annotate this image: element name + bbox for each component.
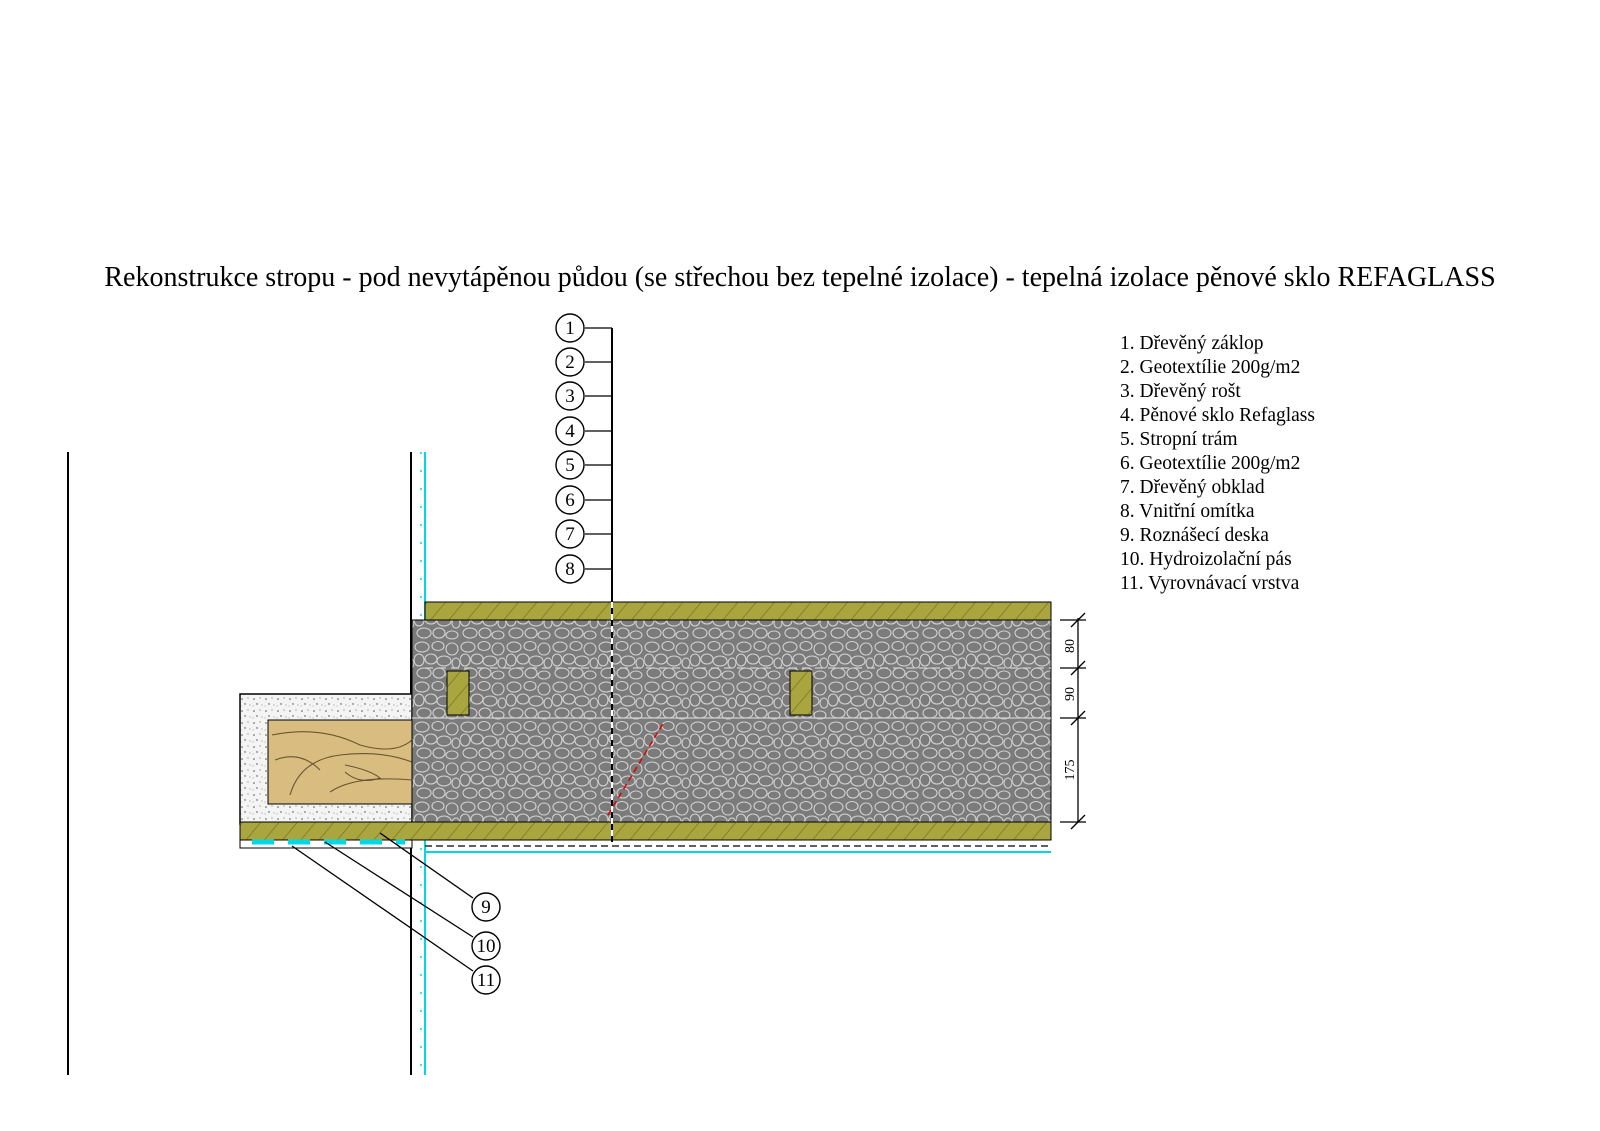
legend-item: 11. Vyrovnávací vrstva [1120,573,1300,594]
dimension-chain [1060,612,1086,830]
callout-label: 6 [565,490,575,511]
legend-item: 10. Hydroizolační pás [1120,549,1292,570]
legend-item: 8. Vnitřní omítka [1120,501,1255,522]
legend-item: 7. Dřevěný obklad [1120,477,1265,498]
beam-wood-grain [271,731,413,796]
red-section-marker [607,721,665,816]
callout-label: 1 [565,318,575,339]
legend-item: 6. Geotextílie 200g/m2 [1120,453,1301,474]
callout-label: 7 [565,524,575,545]
callout-3: 3 [555,381,612,411]
callout-4: 4 [555,416,612,446]
legend-item: 2. Geotextílie 200g/m2 [1120,357,1301,378]
legend-item: 9. Roznášecí deska [1120,525,1269,546]
dimension-label-80: 80 [1063,639,1078,653]
callout-11: 11 [291,845,501,995]
legend-item: 4. Pěnové sklo Refaglass [1120,405,1315,426]
drawing-title: Rekonstrukce stropu - pod nevytápěnou pů… [104,262,1496,293]
dimension-label-175: 175 [1063,760,1078,781]
callout-label: 11 [477,970,495,991]
legend-item: 5. Stropní trám [1120,429,1238,450]
callout-2: 2 [555,347,612,377]
dimension-label-90: 90 [1063,687,1078,701]
callout-7: 7 [555,519,612,549]
callouts-bottom: 9 10 11 [291,832,501,995]
callout-label: 9 [481,897,491,918]
legend-item: 1. Dřevěný záklop [1120,333,1264,354]
layer-foam-glass [411,619,1052,823]
callout-label: 4 [565,421,575,442]
callout-9: 9 [379,832,501,922]
callout-6: 6 [555,485,612,515]
callout-label: 8 [565,559,575,580]
callout-8: 8 [555,554,612,584]
timber-grid-batten [789,670,813,716]
callout-label: 5 [565,455,575,476]
callout-10: 10 [324,841,501,961]
callout-5: 5 [555,450,612,480]
callouts-top: 1 2 3 4 5 6 7 [555,313,612,584]
layer-wood-lining-bottom [239,821,1052,841]
callout-1: 1 [555,313,612,343]
callout-label: 10 [477,936,496,957]
timber-grid-batten [446,670,470,716]
legend-item: 3. Dřevěný rošt [1120,381,1241,402]
legend-list: 1. Dřevěný záklop 2. Geotextílie 200g/m2… [1120,332,1315,596]
callout-label: 2 [565,352,575,373]
callout-label: 3 [565,386,575,407]
layer-wood-deck-top [424,601,1052,621]
